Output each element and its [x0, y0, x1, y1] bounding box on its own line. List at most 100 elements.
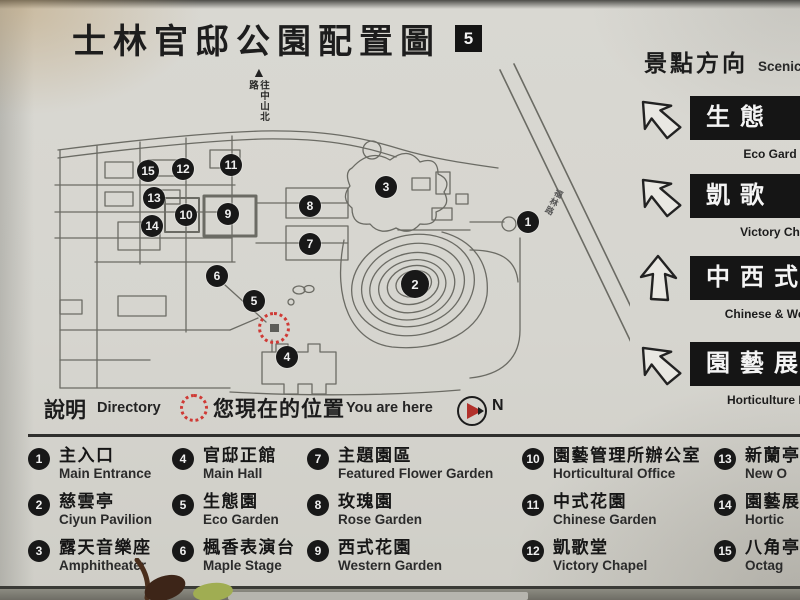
directory-label-cjk: 凱歌堂 [553, 538, 609, 557]
directory-number-badge: 3 [28, 540, 50, 562]
directory-number-badge: 8 [307, 494, 329, 516]
directory-label-en: Western Garden [338, 558, 443, 573]
map-marker-7: 7 [299, 233, 321, 255]
photo-background-bar [228, 592, 528, 600]
you-are-here-label-cjk: 您現在的位置 [213, 398, 345, 421]
foliage-decoration [134, 558, 233, 600]
north-road-arrow-icon: ▲ [252, 64, 266, 80]
heading-cjk: 景點方向 [644, 50, 748, 76]
directory-label-cjk: 八角亭 [745, 538, 800, 557]
directory-label-cjk: 新蘭亭 [745, 446, 800, 465]
map-marker-8: 8 [299, 195, 321, 217]
directory-label-cjk: 楓香表演台 [203, 538, 296, 557]
directory-number-badge: 6 [172, 540, 194, 562]
map-marker-1: 1 [517, 211, 539, 233]
north-road-label: 往中山北路 [247, 80, 269, 122]
legend-divider [28, 434, 800, 437]
directory-label-cjk: 園藝展 [745, 492, 800, 511]
legend-title-cjk: 說明 [44, 399, 86, 422]
directory-number-badge: 11 [522, 494, 544, 516]
directory-label-en: Rose Garden [338, 512, 423, 527]
directory-number-badge: 13 [714, 448, 736, 470]
direction-box: 凱歌 [690, 174, 800, 218]
directory-number-badge: 7 [307, 448, 329, 470]
directory-number-badge: 1 [28, 448, 50, 470]
directory-label-en: Maple Stage [203, 558, 282, 573]
map-marker-13: 13 [143, 187, 165, 209]
direction-item-chinese-western-garden: 中西式 Chinese & West [636, 252, 800, 321]
direction-item-victory-chapel: 凱歌 Victory Ch [636, 170, 800, 239]
directory-number-badge: 5 [172, 494, 194, 516]
directory-label-en: Main Entrance [59, 466, 152, 481]
directory-number-badge: 15 [714, 540, 736, 562]
north-letter: N [492, 397, 504, 414]
map-marker-2: 2 [401, 270, 429, 298]
direction-box: 生態 [690, 96, 800, 140]
arrow-up-icon [639, 254, 678, 302]
map-marker-14: 14 [141, 215, 163, 237]
map-marker-3: 3 [375, 176, 397, 198]
sign-number-badge: 5 [455, 25, 482, 52]
directory-label-cjk: 慈雲亭 [59, 492, 115, 511]
directory-number-badge: 12 [522, 540, 544, 562]
page-title: 士林官邸公園配置圖 [72, 23, 441, 61]
directory-label-cjk: 中式花園 [553, 492, 627, 511]
directory-number-badge: 10 [522, 448, 544, 470]
directory-label-en: Main Hall [203, 466, 263, 481]
map-marker-9: 9 [217, 203, 239, 225]
direction-item-eco-garden: 生態 Eco Gard [636, 92, 800, 161]
you-are-here-label-en: You are here [346, 400, 433, 416]
you-are-here-marker [258, 312, 290, 344]
direction-caption: Horticulture Ex [726, 393, 800, 407]
direction-caption: Chinese & West [724, 307, 800, 321]
direction-caption: Victory Ch [740, 225, 800, 239]
directory-label-cjk: 主題園區 [338, 446, 412, 465]
directory-label-en: Victory Chapel [553, 558, 648, 573]
directory-number-badge: 4 [172, 448, 194, 470]
directory-label-cjk: 玫瑰園 [338, 492, 394, 511]
direction-box: 中西式 [690, 256, 800, 300]
directory-label-cjk: 官邸正館 [203, 446, 277, 465]
directory-number-badge: 9 [307, 540, 329, 562]
directory-label-en: Octag [745, 558, 784, 573]
directory-label-cjk: 園藝管理所辦公室 [553, 446, 701, 465]
directory-label-en: Horticultural Office [553, 466, 676, 481]
direction-caption: Eco Gard [743, 147, 797, 161]
direction-item-horticulture-exhibition: 園藝展 Horticulture Ex [636, 338, 800, 407]
directory-label-en: New O [745, 466, 788, 481]
scenic-directions-heading: 景點方向 Scenic S [644, 44, 800, 78]
directory-label-en: Eco Garden [203, 512, 279, 527]
sign-bottom-edge [0, 586, 800, 589]
directory-label-cjk: 露天音樂座 [59, 538, 152, 557]
compass-icon [457, 396, 487, 426]
map-marker-6: 6 [206, 265, 228, 287]
map-marker-5: 5 [243, 290, 265, 312]
title-row: 士林官邸公園配置圖 5 [72, 14, 482, 63]
directory-label-en: Featured Flower Garden [338, 466, 494, 481]
you-are-here-legend-icon [180, 394, 208, 422]
heading-en: Scenic S [758, 59, 800, 74]
directory-label-cjk: 西式花園 [338, 538, 412, 557]
map-marker-10: 10 [175, 204, 197, 226]
arrow-up-left-icon [641, 100, 682, 140]
legend-row: 說明 Directory 您現在的位置 You are here N [0, 390, 800, 436]
arrow-up-left-icon [641, 178, 682, 218]
directory-number-badge: 14 [714, 494, 736, 516]
directory-label-cjk: 主入口 [59, 446, 115, 465]
park-map-drawing [54, 63, 630, 396]
